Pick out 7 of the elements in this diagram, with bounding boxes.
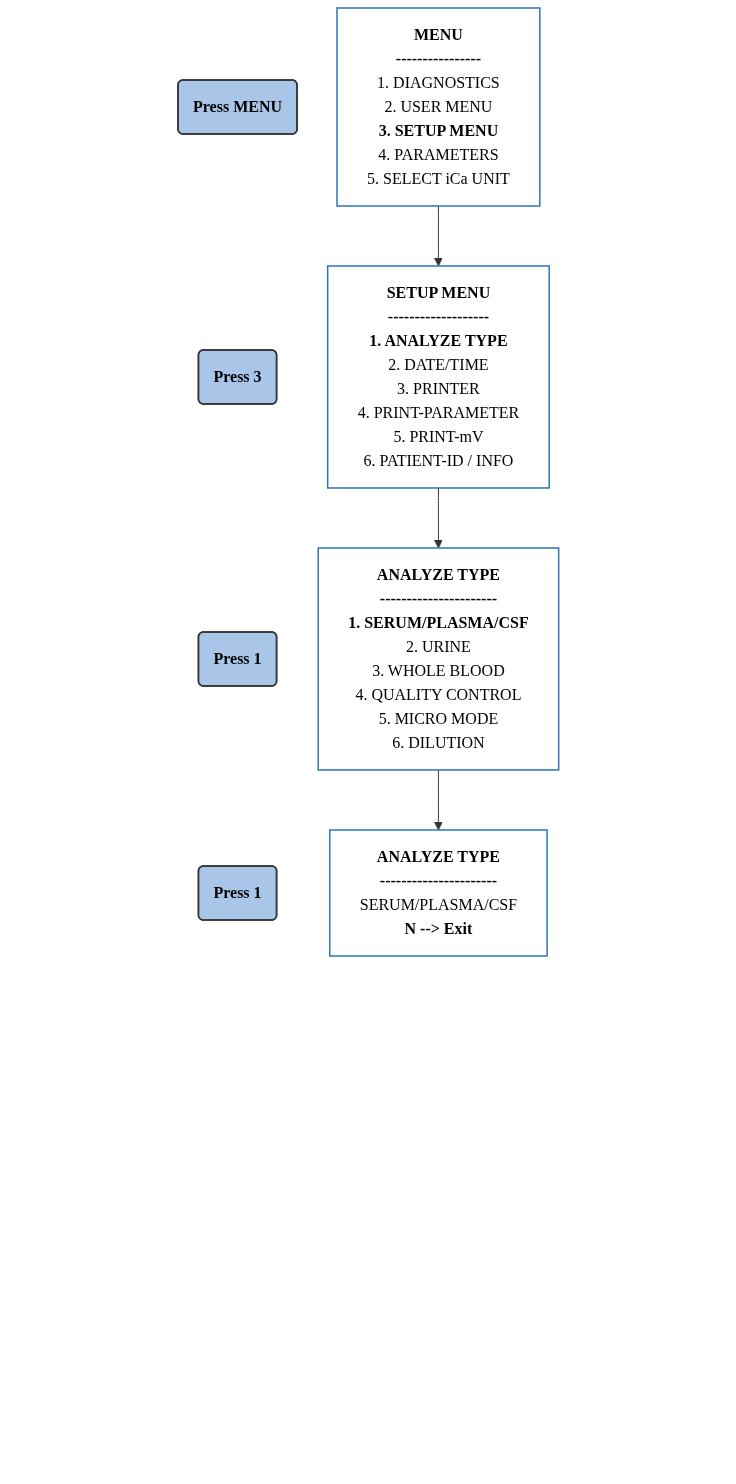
arrow (433, 487, 443, 549)
arrow (433, 769, 443, 831)
node-box: ANALYZE TYPE ---------------------- 1. SERUM/PLASMA/CSF 2. URINE 3. WHOLE BLOOD 4. QUALITY CONTROL 5. MICRO MODE 6. DILUTION (317, 547, 560, 771)
node-box: SETUP MENU ------------------- 1. ANALYZE TYPE 2. DATE/TIME 3. PRINTER 4. PRINT-PARAMETER 5. PRINT-mV 6. PATIENT-ID / INFO (326, 265, 550, 489)
node-box: ANALYZE TYPE ---------------------- SERUM/PLASMA/CSF N --> Exit (328, 829, 548, 957)
node-box: MENU ---------------- 1. DIAGNOSTICS 2. USER MENU 3. SETUP MENU 4. PARAMETERS 5. SELECT iCa UNIT (335, 7, 541, 207)
arrow (433, 205, 443, 267)
